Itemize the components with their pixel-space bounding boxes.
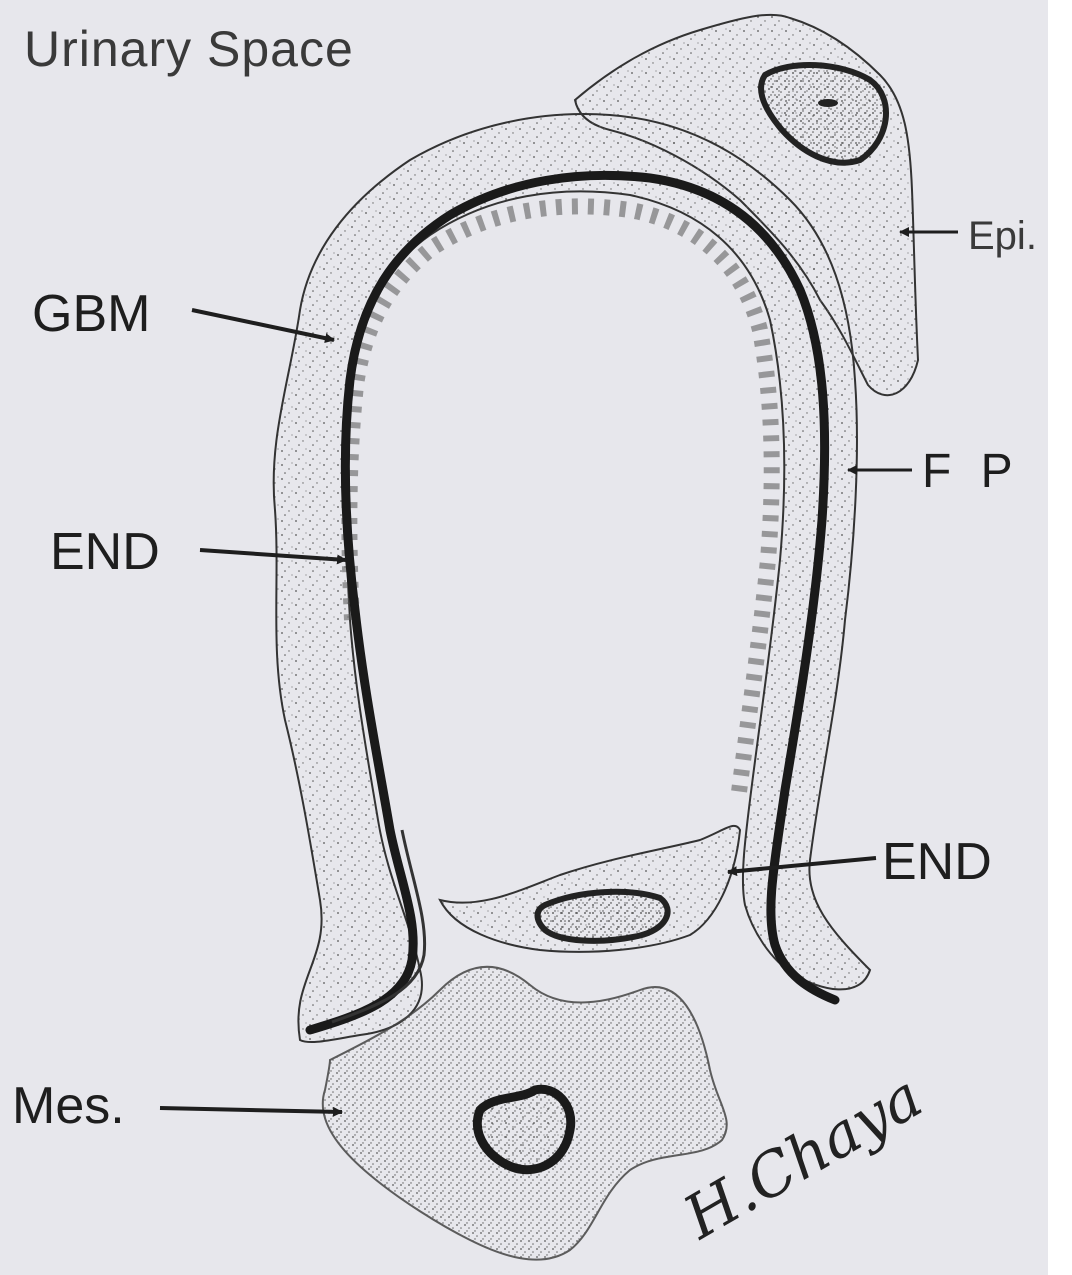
- end-left-label: END: [50, 526, 160, 578]
- fp-label: F P: [922, 448, 1021, 496]
- endothelium: [349, 206, 771, 800]
- title-label: Urinary Space: [24, 24, 354, 74]
- mes-label: Mes.: [12, 1080, 125, 1132]
- epi-label: Epi.: [968, 216, 1037, 256]
- mesangial-nucleus: [477, 1089, 570, 1169]
- page-edge: [1048, 0, 1072, 1275]
- mes-arrow: [160, 1108, 342, 1112]
- end-right-label: END: [882, 836, 992, 888]
- gbm-label: GBM: [32, 288, 150, 340]
- endothelial-nucleus: [538, 892, 668, 941]
